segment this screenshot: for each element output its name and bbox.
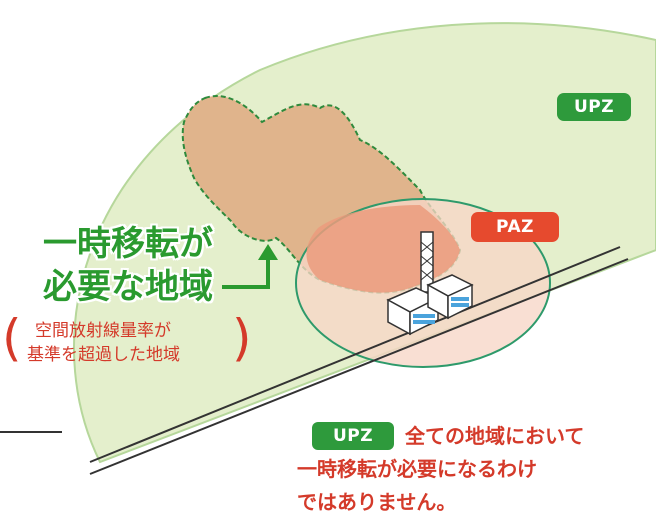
footnote-line2: 一時移転が必要になるわけ xyxy=(297,457,537,481)
relocation-title-line1: 一時移転が xyxy=(43,224,213,264)
paz-badge: PAZ xyxy=(471,212,559,242)
note-paren-close: ) xyxy=(232,309,252,367)
footnote-line3: ではありません。 xyxy=(297,490,457,514)
coastline-outer xyxy=(89,246,621,463)
relocation-title-line2: 必要な地域 xyxy=(43,267,213,307)
footnote-upz-badge: UPZ xyxy=(312,422,394,450)
coastline-inner xyxy=(89,258,629,475)
note-paren-open: ( xyxy=(2,309,22,367)
nuclear-plant-icon xyxy=(386,231,474,336)
upz-badge: UPZ xyxy=(557,93,631,121)
pointer-arrow xyxy=(222,258,270,289)
pointer-arrowhead xyxy=(258,244,278,260)
relocation-note-line1: 空間放射線量率が xyxy=(35,321,171,341)
relocation-note-line2: 基準を超過した地域 xyxy=(27,345,180,365)
footnote-line1: 全ての地域において xyxy=(405,424,585,448)
